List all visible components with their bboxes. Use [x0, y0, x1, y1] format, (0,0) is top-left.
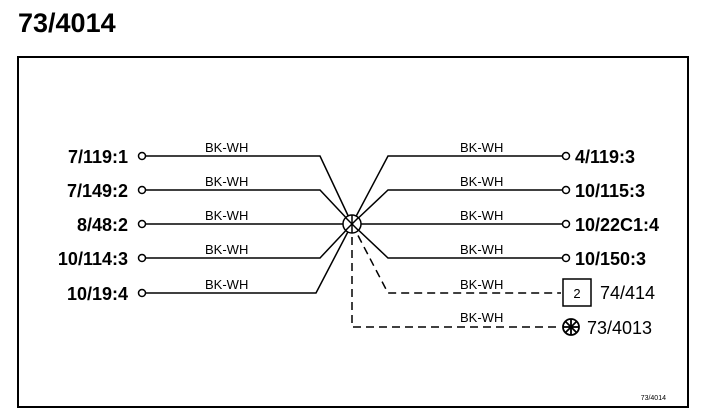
wire-color-label-l1: BK-WH [205, 140, 248, 155]
wire-right-2 [351, 189, 563, 225]
figure-id: 73/4014 [641, 395, 666, 402]
diagram-frame [17, 56, 689, 408]
right-pin-label-2: 10/115:3 [575, 181, 645, 201]
connector-box-number: 2 [573, 286, 580, 301]
ground-icon [562, 318, 580, 336]
wire-color-label-r1: BK-WH [460, 140, 503, 155]
terminal-left-2 [137, 185, 147, 195]
wire-color-label-r2: BK-WH [460, 174, 503, 189]
wire-right-4 [351, 223, 563, 259]
wire-color-label-l5: BK-WH [205, 277, 248, 292]
left-pin-label-3: 8/48:2 [77, 215, 128, 235]
wire-color-label-r3: BK-WH [460, 208, 503, 223]
wire-color-label-r5: BK-WH [460, 277, 503, 292]
wire-color-label-l2: BK-WH [205, 174, 248, 189]
wire-left-4 [145, 223, 353, 259]
left-pin-label-4: 10/114:3 [58, 249, 128, 269]
terminal-left-1 [137, 151, 147, 161]
left-pin-label-2: 7/149:2 [67, 181, 128, 201]
right-pin-label-3: 10/22C1:4 [575, 215, 659, 235]
page-title: 73/4014 [18, 8, 116, 38]
left-pin-label-1: 7/119:1 [68, 147, 128, 167]
right-pin-label-1: 4/119:3 [575, 147, 635, 167]
wire-left-5 [145, 223, 353, 294]
wire-right-1 [351, 155, 563, 225]
wire-left-2 [145, 189, 353, 225]
terminal-right-1 [561, 151, 571, 161]
wire-color-label-l3: BK-WH [205, 208, 248, 223]
wire-dashed-ground [351, 224, 561, 328]
ground-label: 73/4013 [587, 318, 652, 338]
terminal-right-2 [561, 185, 571, 195]
terminal-left-3 [137, 219, 147, 229]
right-terminals [561, 151, 571, 263]
wire-color-label-r6: BK-WH [460, 310, 503, 325]
right-pin-label-4: 10/150:3 [575, 249, 646, 269]
wire-color-label-r4: BK-WH [460, 242, 503, 257]
wire-left-1 [145, 155, 353, 225]
connector-box [562, 278, 592, 307]
dashed-wires [351, 223, 561, 328]
wire-color-label-l4: BK-WH [205, 242, 248, 257]
left-pin-label-5: 10/19:4 [67, 284, 128, 304]
connector-label: 74/414 [600, 283, 655, 303]
right-wires [351, 155, 563, 259]
splice-node-icon [342, 214, 362, 234]
terminal-right-3 [561, 219, 571, 229]
left-terminals [137, 151, 147, 298]
terminal-left-5 [137, 288, 147, 298]
terminal-right-4 [561, 253, 571, 263]
left-wires [145, 155, 353, 294]
terminal-left-4 [137, 253, 147, 263]
